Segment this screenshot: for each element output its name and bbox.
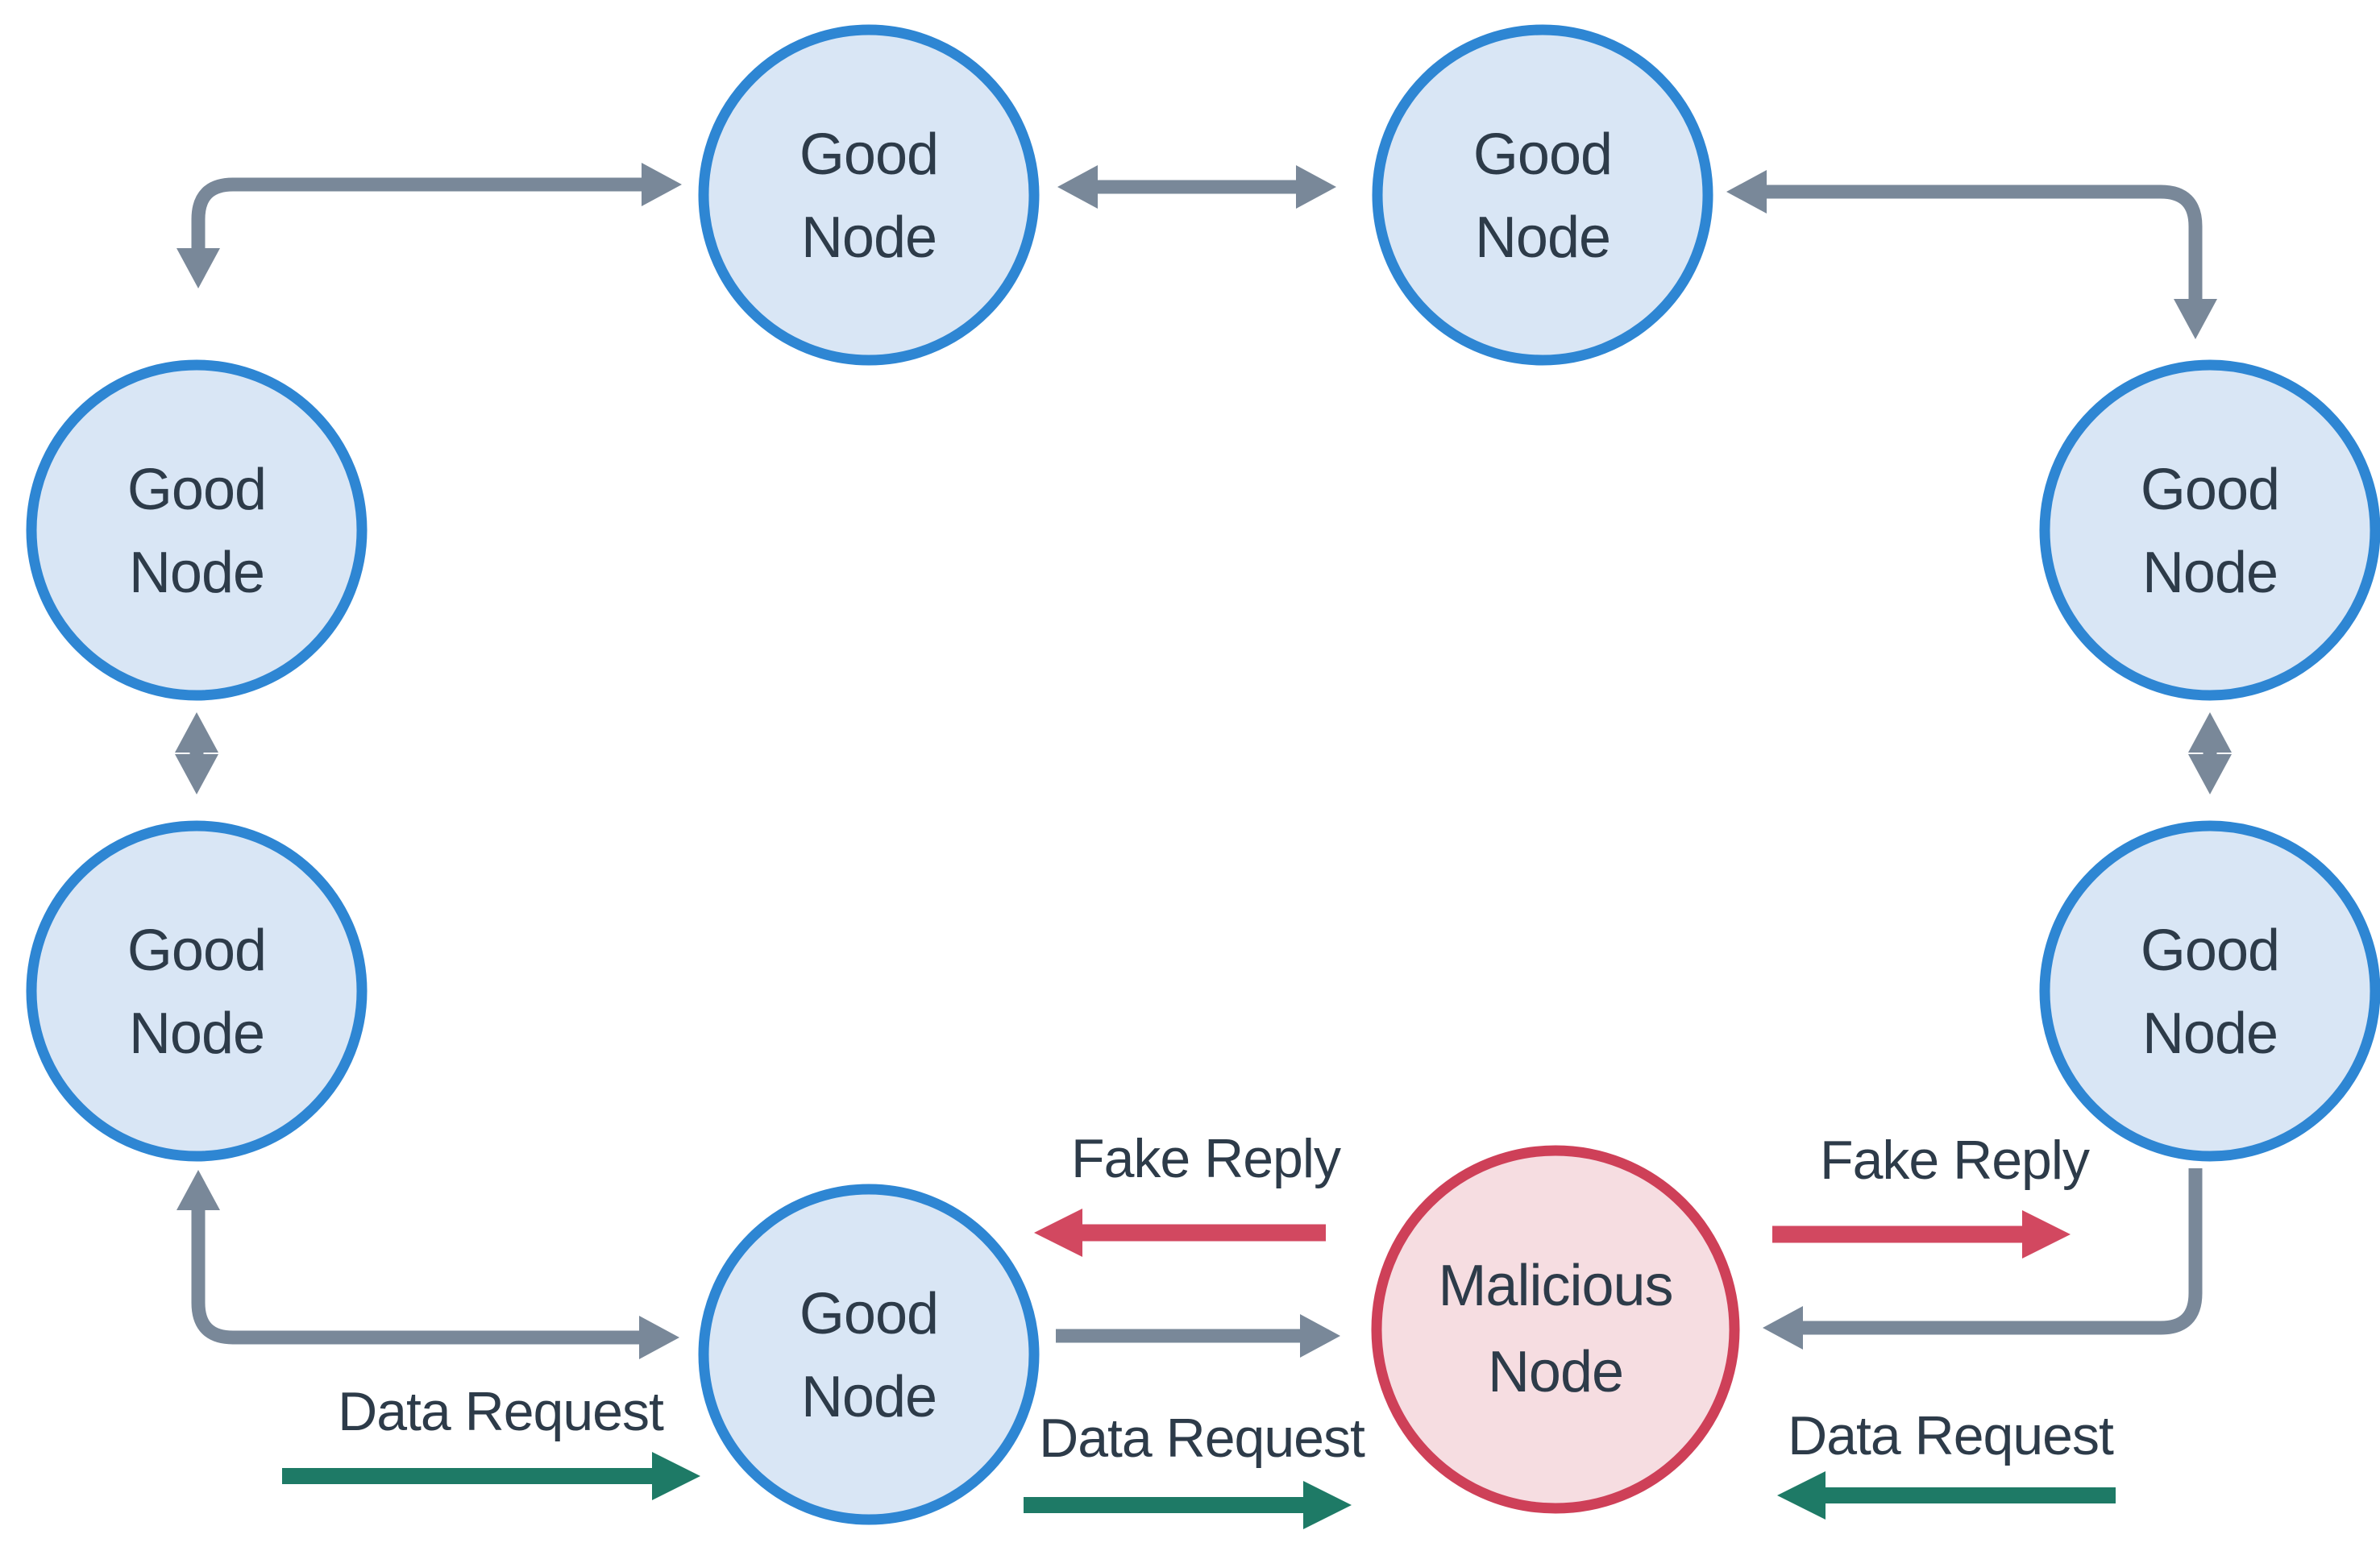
attack-flows (282, 1209, 2116, 1529)
node-label-line1: Malicious (1438, 1254, 1672, 1318)
node-good-left-upper: Good Node (26, 359, 368, 701)
data-request-left-label: Data Request (338, 1381, 664, 1442)
node-good-left-lower: Good Node (26, 820, 368, 1162)
good-node-circle (698, 24, 1040, 366)
node-label-line1: Good (800, 122, 938, 187)
flow-labels: Fake Reply Fake Reply Data Request Data … (338, 1128, 2115, 1469)
good-node-circle (698, 1184, 1040, 1525)
fake-reply-left-label: Fake Reply (1071, 1128, 1341, 1189)
node-label-line2: Node (2142, 541, 2278, 605)
node-good-top-left: Good Node (698, 24, 1040, 366)
node-good-right-lower: Good Node (2039, 820, 2380, 1162)
node-good-right-upper: Good Node (2039, 359, 2380, 701)
malicious-node-circle (1371, 1145, 1740, 1514)
ring-links (175, 163, 2232, 1359)
node-label-line2: Node (801, 1365, 937, 1429)
link-left-lower-to-bottom-center-arrow (177, 1170, 679, 1359)
data-request-right-label: Data Request (1788, 1405, 2114, 1466)
data-request-center-label: Data Request (1039, 1408, 1365, 1469)
node-label-line1: Good (127, 919, 266, 983)
link-right-lower-to-malicious-arrow (1763, 1168, 2203, 1350)
nodes: Good Node Good Node Good Node Good Node … (26, 24, 2380, 1525)
node-good-bottom-center: Good Node (698, 1184, 1040, 1525)
node-label-line2: Node (801, 205, 937, 270)
node-label-line2: Node (1488, 1340, 1623, 1404)
good-node-circle (2039, 359, 2380, 701)
good-node-circle (26, 820, 368, 1162)
node-label-line1: Good (127, 458, 266, 522)
link-left-upper-to-top-left-arrow (177, 163, 682, 288)
node-label-line2: Node (2142, 1002, 2278, 1066)
fake-reply-right-label: Fake Reply (1820, 1130, 2090, 1191)
good-node-circle (1372, 24, 1713, 366)
node-label-line2: Node (129, 1002, 264, 1066)
node-label-line1: Good (1473, 122, 1612, 187)
node-label-line1: Good (800, 1282, 938, 1346)
good-node-circle (26, 359, 368, 701)
node-good-top-right: Good Node (1372, 24, 1713, 366)
good-node-circle (2039, 820, 2380, 1162)
node-label-line2: Node (129, 541, 264, 605)
node-label-line1: Good (2141, 458, 2279, 522)
node-malicious: Malicious Node (1371, 1145, 1740, 1514)
node-label-line2: Node (1475, 205, 1610, 270)
node-label-line1: Good (2141, 919, 2279, 983)
link-top-right-to-right-upper-arrow (1726, 170, 2217, 339)
